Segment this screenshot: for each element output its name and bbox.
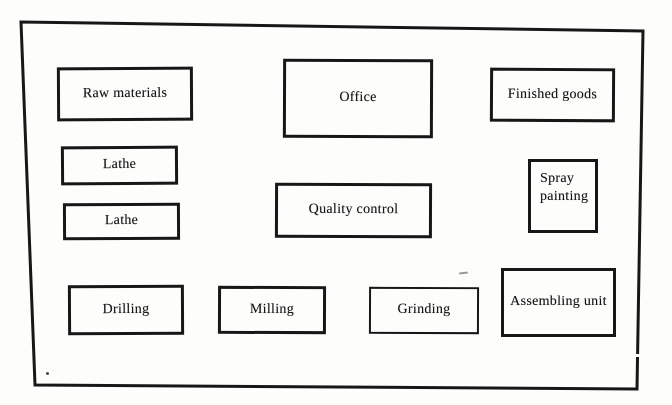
box-drilling: Drilling bbox=[67, 284, 185, 336]
box-milling: Milling bbox=[217, 285, 327, 335]
box-spray-painting: Spray painting bbox=[528, 159, 598, 233]
box-finished-goods: Finished goods bbox=[489, 67, 616, 123]
box-raw-materials-label: Raw materials bbox=[82, 85, 168, 101]
box-quality-control-label: Quality control bbox=[308, 202, 399, 218]
plant-boundary-outline bbox=[19, 20, 645, 391]
box-assembling-unit-label: Assembling unit bbox=[510, 294, 607, 310]
box-lathe-2-label: Lathe bbox=[104, 213, 139, 229]
scan-speck-dot bbox=[46, 372, 49, 375]
box-milling-label: Milling bbox=[249, 301, 295, 317]
scan-border-notch bbox=[634, 354, 640, 357]
box-raw-materials: Raw materials bbox=[56, 66, 194, 122]
box-assembling-unit: Assembling unit bbox=[501, 268, 616, 337]
box-grinding-label: Grinding bbox=[397, 302, 451, 318]
box-office: Office bbox=[282, 58, 434, 139]
box-lathe-1-label: Lathe bbox=[102, 157, 137, 173]
box-lathe-2: Lathe bbox=[62, 202, 181, 241]
box-drilling-label: Drilling bbox=[102, 301, 150, 317]
box-office-label: Office bbox=[339, 90, 377, 106]
box-finished-goods-label: Finished goods bbox=[507, 86, 598, 102]
box-grinding: Grinding bbox=[368, 286, 480, 335]
box-spray-painting-label: Spray painting bbox=[540, 170, 589, 204]
box-quality-control: Quality control bbox=[274, 182, 433, 239]
box-lathe-1: Lathe bbox=[60, 145, 179, 186]
